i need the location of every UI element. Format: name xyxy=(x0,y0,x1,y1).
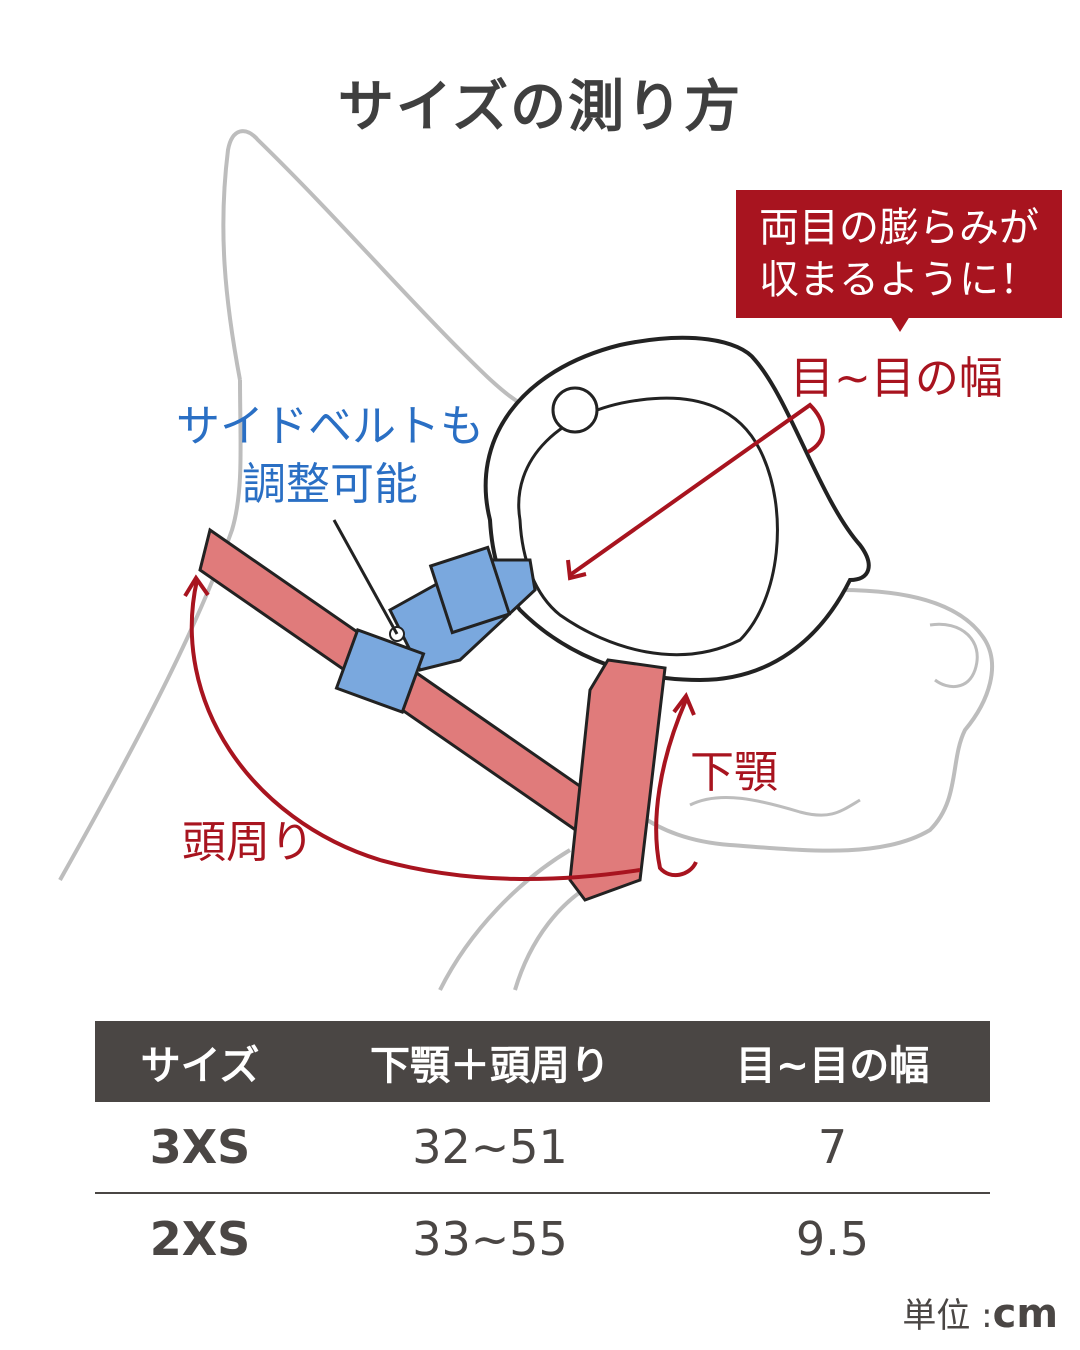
eye-width-label: 目~目の幅 xyxy=(790,342,1003,406)
table-row: 2XS 33~55 9.5 xyxy=(95,1194,990,1284)
side-belt-label-line-2: 調整可能 xyxy=(242,459,418,510)
callout-tail xyxy=(890,316,910,332)
table-row: 3XS 32~51 7 xyxy=(95,1102,990,1194)
size-table: サイズ 下顎＋頭周り 目~目の幅 3XS 32~51 7 2XS 33~55 9… xyxy=(95,1021,990,1284)
cell-eye-width: 9.5 xyxy=(675,1212,990,1266)
header-eye-width: 目~目の幅 xyxy=(675,1033,990,1091)
cell-size: 2XS xyxy=(95,1212,305,1266)
head-circumference-label: 頭周り xyxy=(182,806,314,870)
unit-note: 単位 :cm xyxy=(902,1288,1058,1337)
callout-box: 両目の膨らみが 収まるように！ xyxy=(736,190,1062,318)
cell-jaw-head: 33~55 xyxy=(305,1212,675,1266)
callout-line-1: 両目の膨らみが xyxy=(736,202,1062,254)
side-belt-label-line-1: サイドベルトも xyxy=(176,401,484,452)
header-jaw-head: 下顎＋頭周り xyxy=(305,1033,675,1091)
unit-label: 単位 xyxy=(902,1296,970,1336)
cell-jaw-head: 32~51 xyxy=(305,1120,675,1174)
cell-size: 3XS xyxy=(95,1120,305,1174)
dog-nose-outline xyxy=(930,624,977,686)
skull-charm-icon xyxy=(553,388,597,432)
callout-line-2: 収まるように！ xyxy=(736,254,1062,306)
dog-goggles-illustration xyxy=(0,0,1080,1010)
lower-jaw-label: 下顎 xyxy=(690,736,778,800)
chin-strap xyxy=(570,660,665,900)
cell-eye-width: 7 xyxy=(675,1120,990,1174)
side-belt-label: サイドベルトも 調整可能 xyxy=(170,398,490,514)
dog-mouth-line xyxy=(690,797,860,815)
unit-value: cm xyxy=(993,1291,1058,1337)
side-belt-pointer-line xyxy=(334,520,397,634)
header-size: サイズ xyxy=(95,1033,305,1091)
table-header: サイズ 下顎＋頭周り 目~目の幅 xyxy=(95,1021,990,1102)
